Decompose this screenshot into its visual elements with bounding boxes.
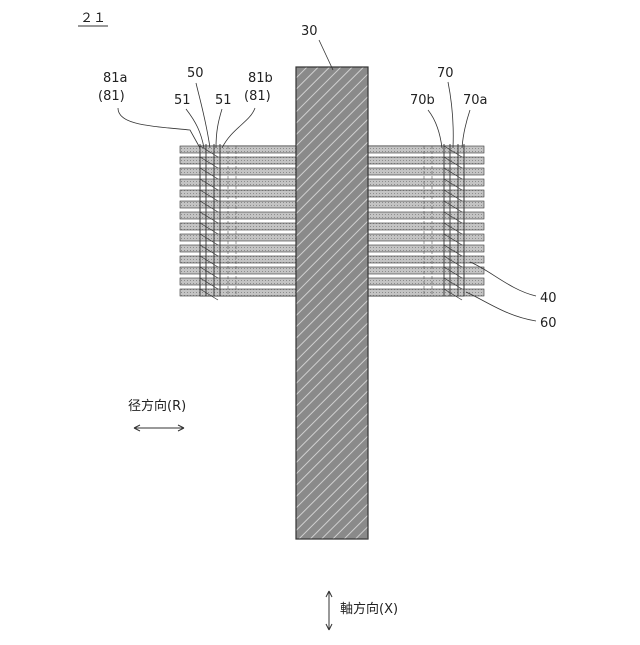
label-30: 30: [301, 24, 318, 39]
fin-right: [368, 179, 484, 186]
shaft-30: [296, 67, 368, 539]
fin-left: [180, 278, 296, 285]
fin-left: [180, 146, 296, 153]
fin-right: [368, 212, 484, 219]
fin-right: [368, 168, 484, 175]
label-51-right: 51: [215, 93, 232, 108]
fin-right: [368, 146, 484, 153]
label-70: 70: [437, 66, 454, 81]
right-fin-stack: [368, 144, 484, 300]
axial-direction-label: 軸方向(X): [340, 601, 398, 617]
fin-left: [180, 223, 296, 230]
fin-left: [180, 190, 296, 197]
fin-left: [180, 157, 296, 164]
fin-left: [180, 234, 296, 241]
label-60: 60: [540, 316, 557, 331]
label-81b-ref: (81): [244, 89, 271, 104]
left-fin-stack: [180, 144, 296, 300]
fin-left: [180, 168, 296, 175]
fin-right: [368, 267, 484, 274]
fin-left: [180, 267, 296, 274]
fin-right: [368, 201, 484, 208]
fin-left: [180, 289, 296, 296]
leader-60: [466, 292, 536, 321]
fin-right: [368, 157, 484, 164]
leader-50: [196, 83, 210, 148]
fin-right: [368, 278, 484, 285]
leader-70a: [462, 110, 470, 148]
leader-81a: [118, 108, 200, 148]
leader-70: [448, 82, 453, 148]
fin-right: [368, 256, 484, 263]
leader-30: [319, 40, 333, 70]
fin-left: [180, 212, 296, 219]
fin-left: [180, 256, 296, 263]
fin-left: [180, 201, 296, 208]
label-70b: 70b: [410, 93, 435, 108]
fin-right: [368, 245, 484, 252]
label-81b: 81b: [248, 71, 273, 86]
fin-left: [180, 179, 296, 186]
fin-right: [368, 234, 484, 241]
axial-arrow-icon: [326, 591, 332, 630]
label-51-left: 51: [174, 93, 191, 108]
radial-direction-label: 径方向(R): [128, 398, 186, 414]
label-40: 40: [540, 291, 557, 306]
fin-right: [368, 190, 484, 197]
leader-81b: [222, 108, 255, 148]
label-70a: 70a: [463, 93, 488, 108]
leader-51-left: [186, 109, 204, 148]
radial-arrow-icon: [134, 425, 184, 431]
label-50: 50: [187, 66, 204, 81]
fin-left: [180, 245, 296, 252]
leader-51-right: [216, 109, 222, 148]
label-81a: 81a: [103, 71, 128, 86]
figure-number: ２１: [80, 11, 106, 26]
leader-70b: [428, 110, 442, 148]
label-81a-ref: (81): [98, 89, 125, 104]
fin-right: [368, 223, 484, 230]
